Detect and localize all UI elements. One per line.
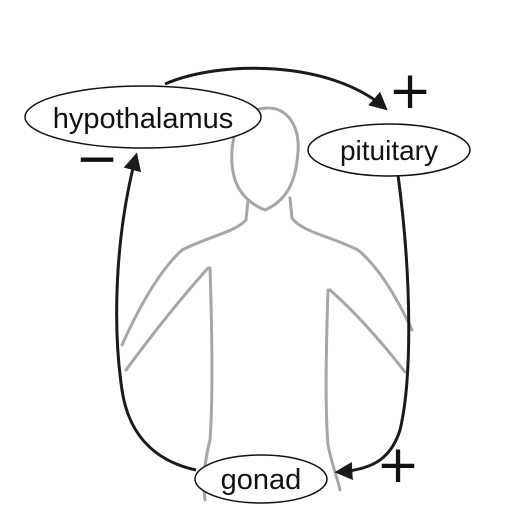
hypothalamus-label: hypothalamus: [53, 103, 234, 135]
plus-sign-pituitary: +: [388, 61, 432, 121]
right-shoulder-arm-outline: [288, 196, 414, 332]
pituitary-node: pituitary: [307, 123, 471, 177]
gonad-label: gonad: [221, 464, 302, 496]
gonad-node: gonad: [194, 454, 328, 504]
arrow-pituitary-to-gonad: [334, 174, 411, 481]
arrow-hypothalamus-to-pituitary: [164, 66, 388, 111]
pituitary-label: pituitary: [340, 135, 438, 166]
hypothalamus-node: hypothalamus: [24, 85, 262, 149]
minus-sign-hypothalamus: −: [75, 129, 119, 189]
human-body-outline: [120, 106, 414, 502]
right-inner-arm-outline: [328, 288, 407, 374]
plus-sign-gonad: +: [376, 435, 420, 495]
feedback-arrows: [115, 66, 411, 481]
head-outline: [230, 106, 300, 212]
arrow-gonad-to-hypothalamus: [115, 152, 197, 472]
left-shoulder-arm-outline: [120, 198, 250, 347]
right-torso-outline: [324, 288, 342, 492]
left-inner-arm-outline: [124, 266, 210, 372]
